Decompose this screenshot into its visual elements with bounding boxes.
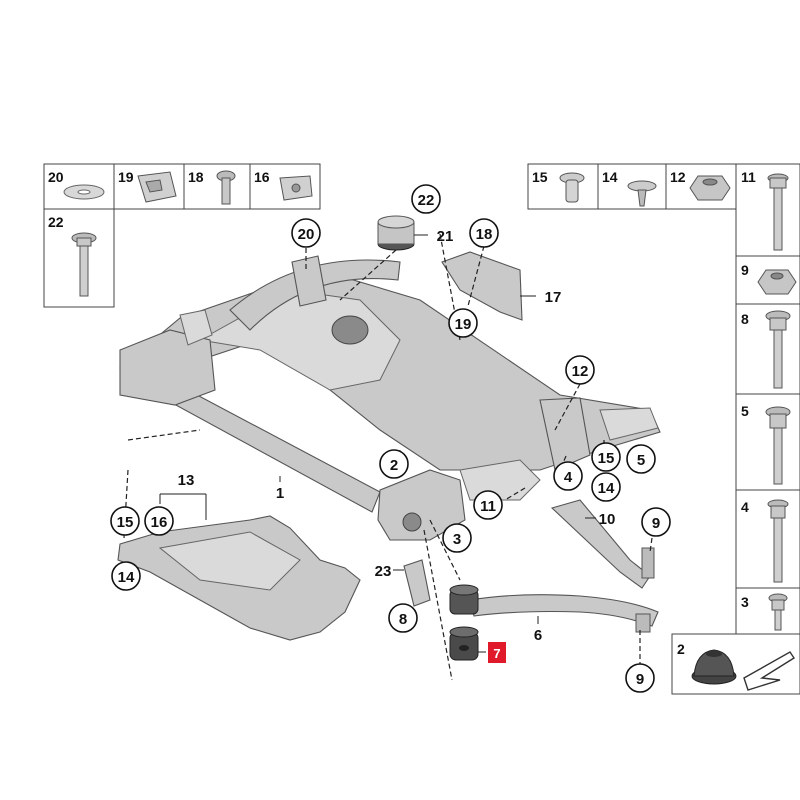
side-num-3: 3: [741, 594, 749, 610]
side-num-9: 9: [741, 262, 749, 278]
underbody-guard-drawing: [117, 515, 361, 641]
callout-14-left: 14: [118, 569, 135, 586]
parts-table-right: 15 14 12: [527, 163, 737, 210]
callout-5: 5: [637, 452, 645, 469]
side-num-4: 4: [741, 499, 749, 515]
side-num-2: 2: [677, 641, 685, 657]
bushing-drawing: [449, 626, 479, 661]
callouts: 22 21 20 18 17 19 12 2 4 15 5 14 1 13 11…: [110, 184, 671, 693]
table-num-14: 14: [602, 169, 618, 185]
subframe-drawing: [119, 255, 661, 541]
highlight-label-7: 7: [488, 642, 506, 663]
screw-icon: [216, 170, 236, 205]
callout-18: 18: [476, 226, 493, 243]
bolt-icon: [767, 173, 789, 251]
rubber-mount-drawing: [377, 215, 415, 251]
callout-1: 1: [276, 485, 284, 502]
callout-20: 20: [298, 226, 315, 243]
callout-3: 3: [453, 531, 461, 548]
callout-14-right: 14: [598, 480, 615, 497]
callout-12: 12: [572, 363, 589, 380]
callout-15-right: 15: [598, 450, 615, 467]
arrow-icon: [743, 651, 795, 691]
callout-11: 11: [480, 498, 496, 515]
table-num-22: 22: [48, 214, 64, 230]
tension-strut-drawing: [550, 499, 655, 589]
bolt-icon: [768, 593, 788, 631]
bracket-drawing: [403, 559, 431, 607]
table-num-16: 16: [254, 169, 270, 185]
expanding-rivet-icon: [559, 172, 585, 203]
table-num-19: 19: [118, 169, 134, 185]
callout-22: 22: [418, 192, 435, 209]
hex-nut-icon: [689, 175, 731, 201]
control-arm-drawing: [449, 584, 659, 633]
table-num-18: 18: [188, 169, 204, 185]
parts-table-left: 20 19 18 16 22: [43, 163, 321, 308]
callout-10: 10: [599, 511, 616, 528]
heat-shield-drawing: [441, 251, 523, 321]
rubber-mount-icon: [691, 649, 737, 685]
table-num-15: 15: [532, 169, 548, 185]
callout-23: 23: [375, 563, 392, 580]
table-num-12: 12: [670, 169, 686, 185]
callout-4: 4: [564, 469, 573, 486]
callout-9-upper: 9: [652, 515, 660, 532]
callout-19: 19: [455, 316, 472, 333]
bolt-icon: [765, 310, 791, 389]
bolt-icon: [767, 499, 789, 583]
callout-6: 6: [534, 627, 542, 644]
clip-nut-icon: [279, 175, 313, 201]
parts-column-right: 11 9 8 5 4 3: [671, 163, 800, 695]
callout-15-left: 15: [117, 514, 134, 531]
side-num-8: 8: [741, 311, 749, 327]
callout-13: 13: [178, 472, 195, 489]
push-rivet-icon: [627, 180, 657, 207]
callout-17: 17: [545, 289, 562, 306]
side-num-5: 5: [741, 403, 749, 419]
callout-21: 21: [437, 228, 454, 245]
clip-icon: [137, 171, 177, 203]
callout-8: 8: [399, 611, 407, 628]
highlight-label-text: 7: [493, 646, 500, 661]
callout-2: 2: [390, 457, 398, 474]
bolt-icon: [765, 406, 791, 485]
callout-16: 16: [151, 514, 168, 531]
bolt-icon: [71, 232, 97, 297]
callout-9-lower: 9: [636, 671, 644, 688]
table-num-20: 20: [48, 169, 64, 185]
hex-nut-icon: [757, 269, 797, 295]
side-num-11: 11: [741, 169, 756, 185]
